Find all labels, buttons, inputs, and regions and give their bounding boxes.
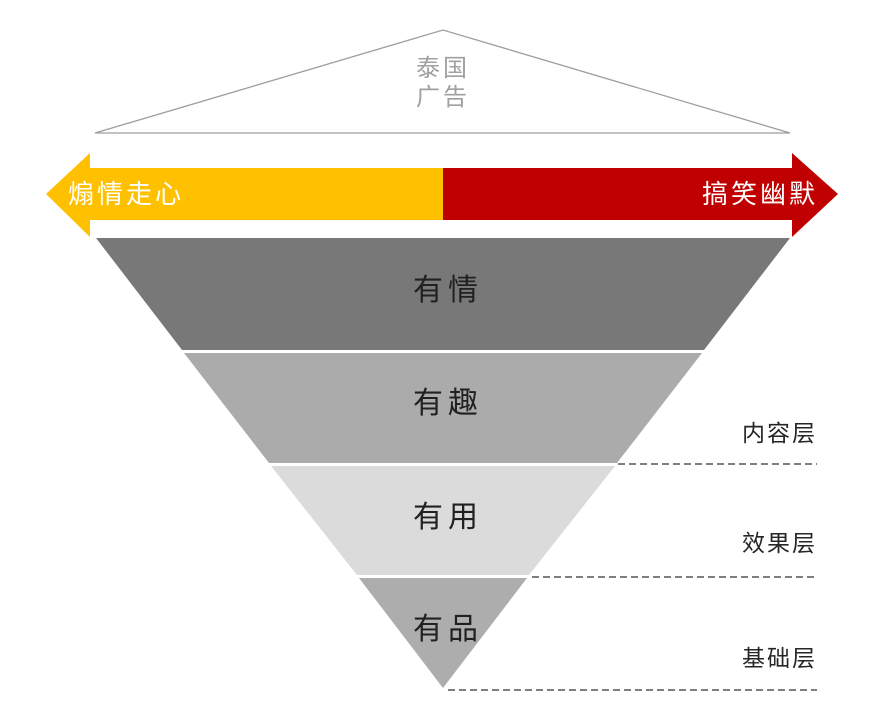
funnel-label-youyong: 有用 xyxy=(413,501,483,534)
spectrum-arrow-left xyxy=(46,153,443,237)
apex-label: 泰国 广告 xyxy=(383,54,503,112)
annotation-effect-layer: 效果层 xyxy=(742,530,817,556)
funnel-label-youpin: 有品 xyxy=(413,613,483,646)
annotation-base-layer: 基础层 xyxy=(742,645,817,671)
spectrum-right-label: 搞笑幽默 xyxy=(701,179,818,209)
spectrum-left-label: 煽情走心 xyxy=(68,179,185,209)
apex-label-line1: 泰国 xyxy=(416,55,470,82)
apex-label-line2: 广告 xyxy=(416,84,470,111)
roof-triangle-outline xyxy=(94,29,791,134)
funnel-band-4 xyxy=(359,578,527,688)
funnel-band-2 xyxy=(184,353,702,463)
funnel-label-youqing: 有情 xyxy=(413,274,483,307)
funnel-label-youqu: 有趣 xyxy=(413,387,483,420)
annotation-content-layer: 内容层 xyxy=(742,420,817,446)
funnel-band-3 xyxy=(271,466,615,575)
spectrum-arrow-right xyxy=(443,153,838,237)
funnel-band-1 xyxy=(96,238,790,350)
